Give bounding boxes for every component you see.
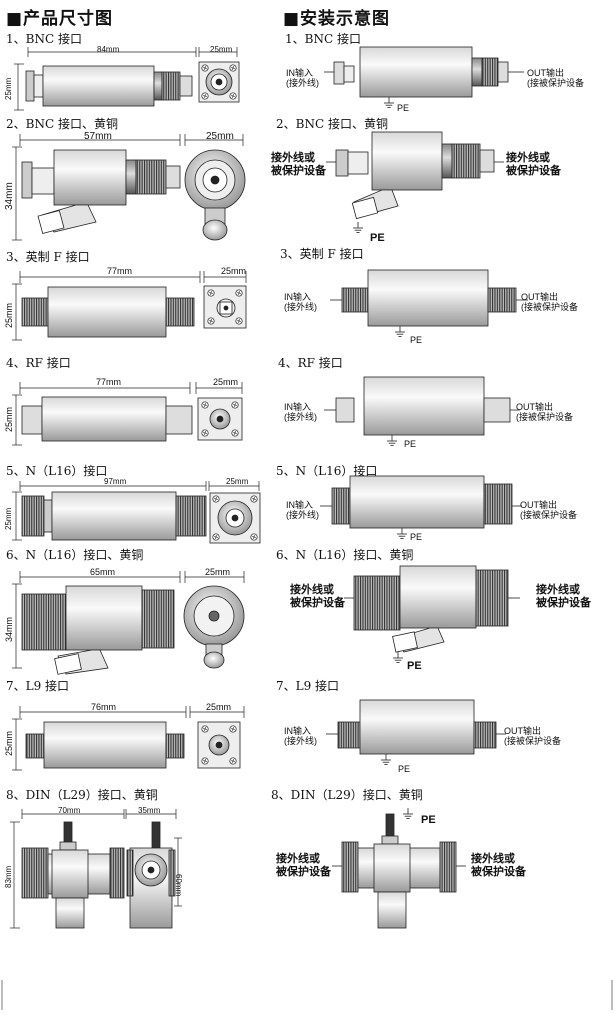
right-title-6: 6、N（L16）接口、黄铜	[276, 548, 414, 562]
left-device-1	[25, 61, 240, 107]
left-device-8	[21, 821, 176, 929]
dim-3-width: 77mm	[107, 266, 133, 276]
dim-7-width: 76mm	[91, 702, 117, 712]
dim-3-face: 25mm	[221, 266, 247, 276]
io-3-out: OUT输出(接被保护设备	[521, 292, 578, 312]
dim-4-width: 77mm	[96, 377, 122, 387]
left-title-1: 1、BNC 接口	[6, 32, 82, 46]
left-title-3: 3、英制 F 接口	[6, 250, 90, 264]
io-1-out: OUT输出(接被保护设备	[527, 68, 584, 88]
dim-8-face: 35mm	[138, 806, 161, 815]
right-device-4	[324, 376, 520, 446]
pe-5: PE	[410, 532, 423, 542]
io-5-in: IN输入(接外线)	[286, 500, 319, 520]
left-device-3	[21, 285, 247, 338]
left-device-4	[21, 396, 243, 442]
dim-5-face: 25mm	[226, 477, 249, 486]
io-6-in: 接外线或被保护设备	[290, 584, 345, 609]
dim-5-width: 97mm	[104, 477, 127, 486]
pe-7: PE	[398, 764, 411, 774]
left-title-6: 6、N（L16）接口、黄铜	[6, 548, 144, 562]
dim-1-face: 25mm	[210, 45, 233, 54]
header-product-dimensions: ■产品尺寸图	[6, 9, 114, 29]
io-4-in: IN输入(接外线)	[284, 402, 317, 422]
dimension-lines	[1, 47, 613, 1010]
io-8-out: 接外线或被保护设备	[471, 853, 526, 878]
right-title-2: 2、BNC 接口、黄铜	[276, 117, 388, 131]
pe-8: PE	[421, 814, 436, 826]
dim-2-width: 57mm	[84, 131, 112, 142]
io-7-out: OUT输出(接被保护设备	[504, 726, 561, 746]
pe-3: PE	[410, 335, 423, 345]
header-installation-diagram: ■安装示意图	[283, 9, 391, 29]
io-6-out: 接外线或被保护设备	[536, 584, 591, 609]
right-device-6	[344, 565, 520, 663]
dim-2-face: 25mm	[206, 131, 234, 142]
left-device-6	[21, 585, 245, 675]
io-3-in: IN输入(接外线)	[284, 292, 317, 312]
left-device-2	[21, 149, 246, 241]
right-title-7: 7、L9 接口	[276, 679, 340, 693]
right-title-4: 4、RF 接口	[278, 356, 343, 370]
io-1-in: IN输入(接外线)	[286, 68, 319, 88]
left-title-4: 4、RF 接口	[6, 356, 71, 370]
dim-7-face: 25mm	[206, 702, 232, 712]
right-title-1: 1、BNC 接口	[285, 32, 361, 46]
io-4-out: OUT输出(接被保护设备	[516, 402, 573, 422]
left-device-7	[25, 721, 241, 769]
dim-6-width: 65mm	[90, 567, 116, 577]
dim-4-face: 25mm	[213, 377, 239, 387]
pe-6: PE	[407, 660, 422, 672]
io-8-in: 接外线或被保护设备	[276, 853, 331, 878]
left-title-7: 7、L9 接口	[6, 679, 70, 693]
right-devices	[320, 46, 528, 929]
io-2-out: 接外线或被保护设备	[506, 152, 561, 177]
right-device-5	[320, 475, 522, 539]
right-device-7	[326, 699, 506, 765]
dim-8-width: 70mm	[58, 806, 81, 815]
io-2-in: 接外线或被保护设备	[271, 152, 326, 177]
pe-1: PE	[397, 103, 410, 113]
io-5-out: OUT输出(接被保护设备	[520, 500, 577, 520]
right-title-8: 8、DIN（L29）接口、黄铜	[271, 788, 423, 802]
left-title-2: 2、BNC 接口、黄铜	[6, 117, 118, 131]
right-device-2	[326, 131, 504, 233]
dim-1-width: 84mm	[97, 45, 120, 54]
right-device-8	[332, 807, 466, 929]
right-device-3	[330, 269, 528, 337]
pe-2: PE	[370, 232, 385, 244]
pe-4: PE	[404, 439, 417, 449]
right-device-1	[324, 46, 524, 108]
dim-6-face: 25mm	[205, 567, 231, 577]
left-title-5: 5、N（L16）接口	[6, 464, 108, 478]
io-7-in: IN输入(接外线)	[284, 726, 317, 746]
right-title-5: 5、N（L16）接口	[276, 464, 378, 478]
left-title-8: 8、DIN（L29）接口、黄铜	[6, 788, 158, 802]
left-device-5	[21, 491, 261, 544]
right-title-3: 3、英制 F 接口	[280, 247, 364, 261]
